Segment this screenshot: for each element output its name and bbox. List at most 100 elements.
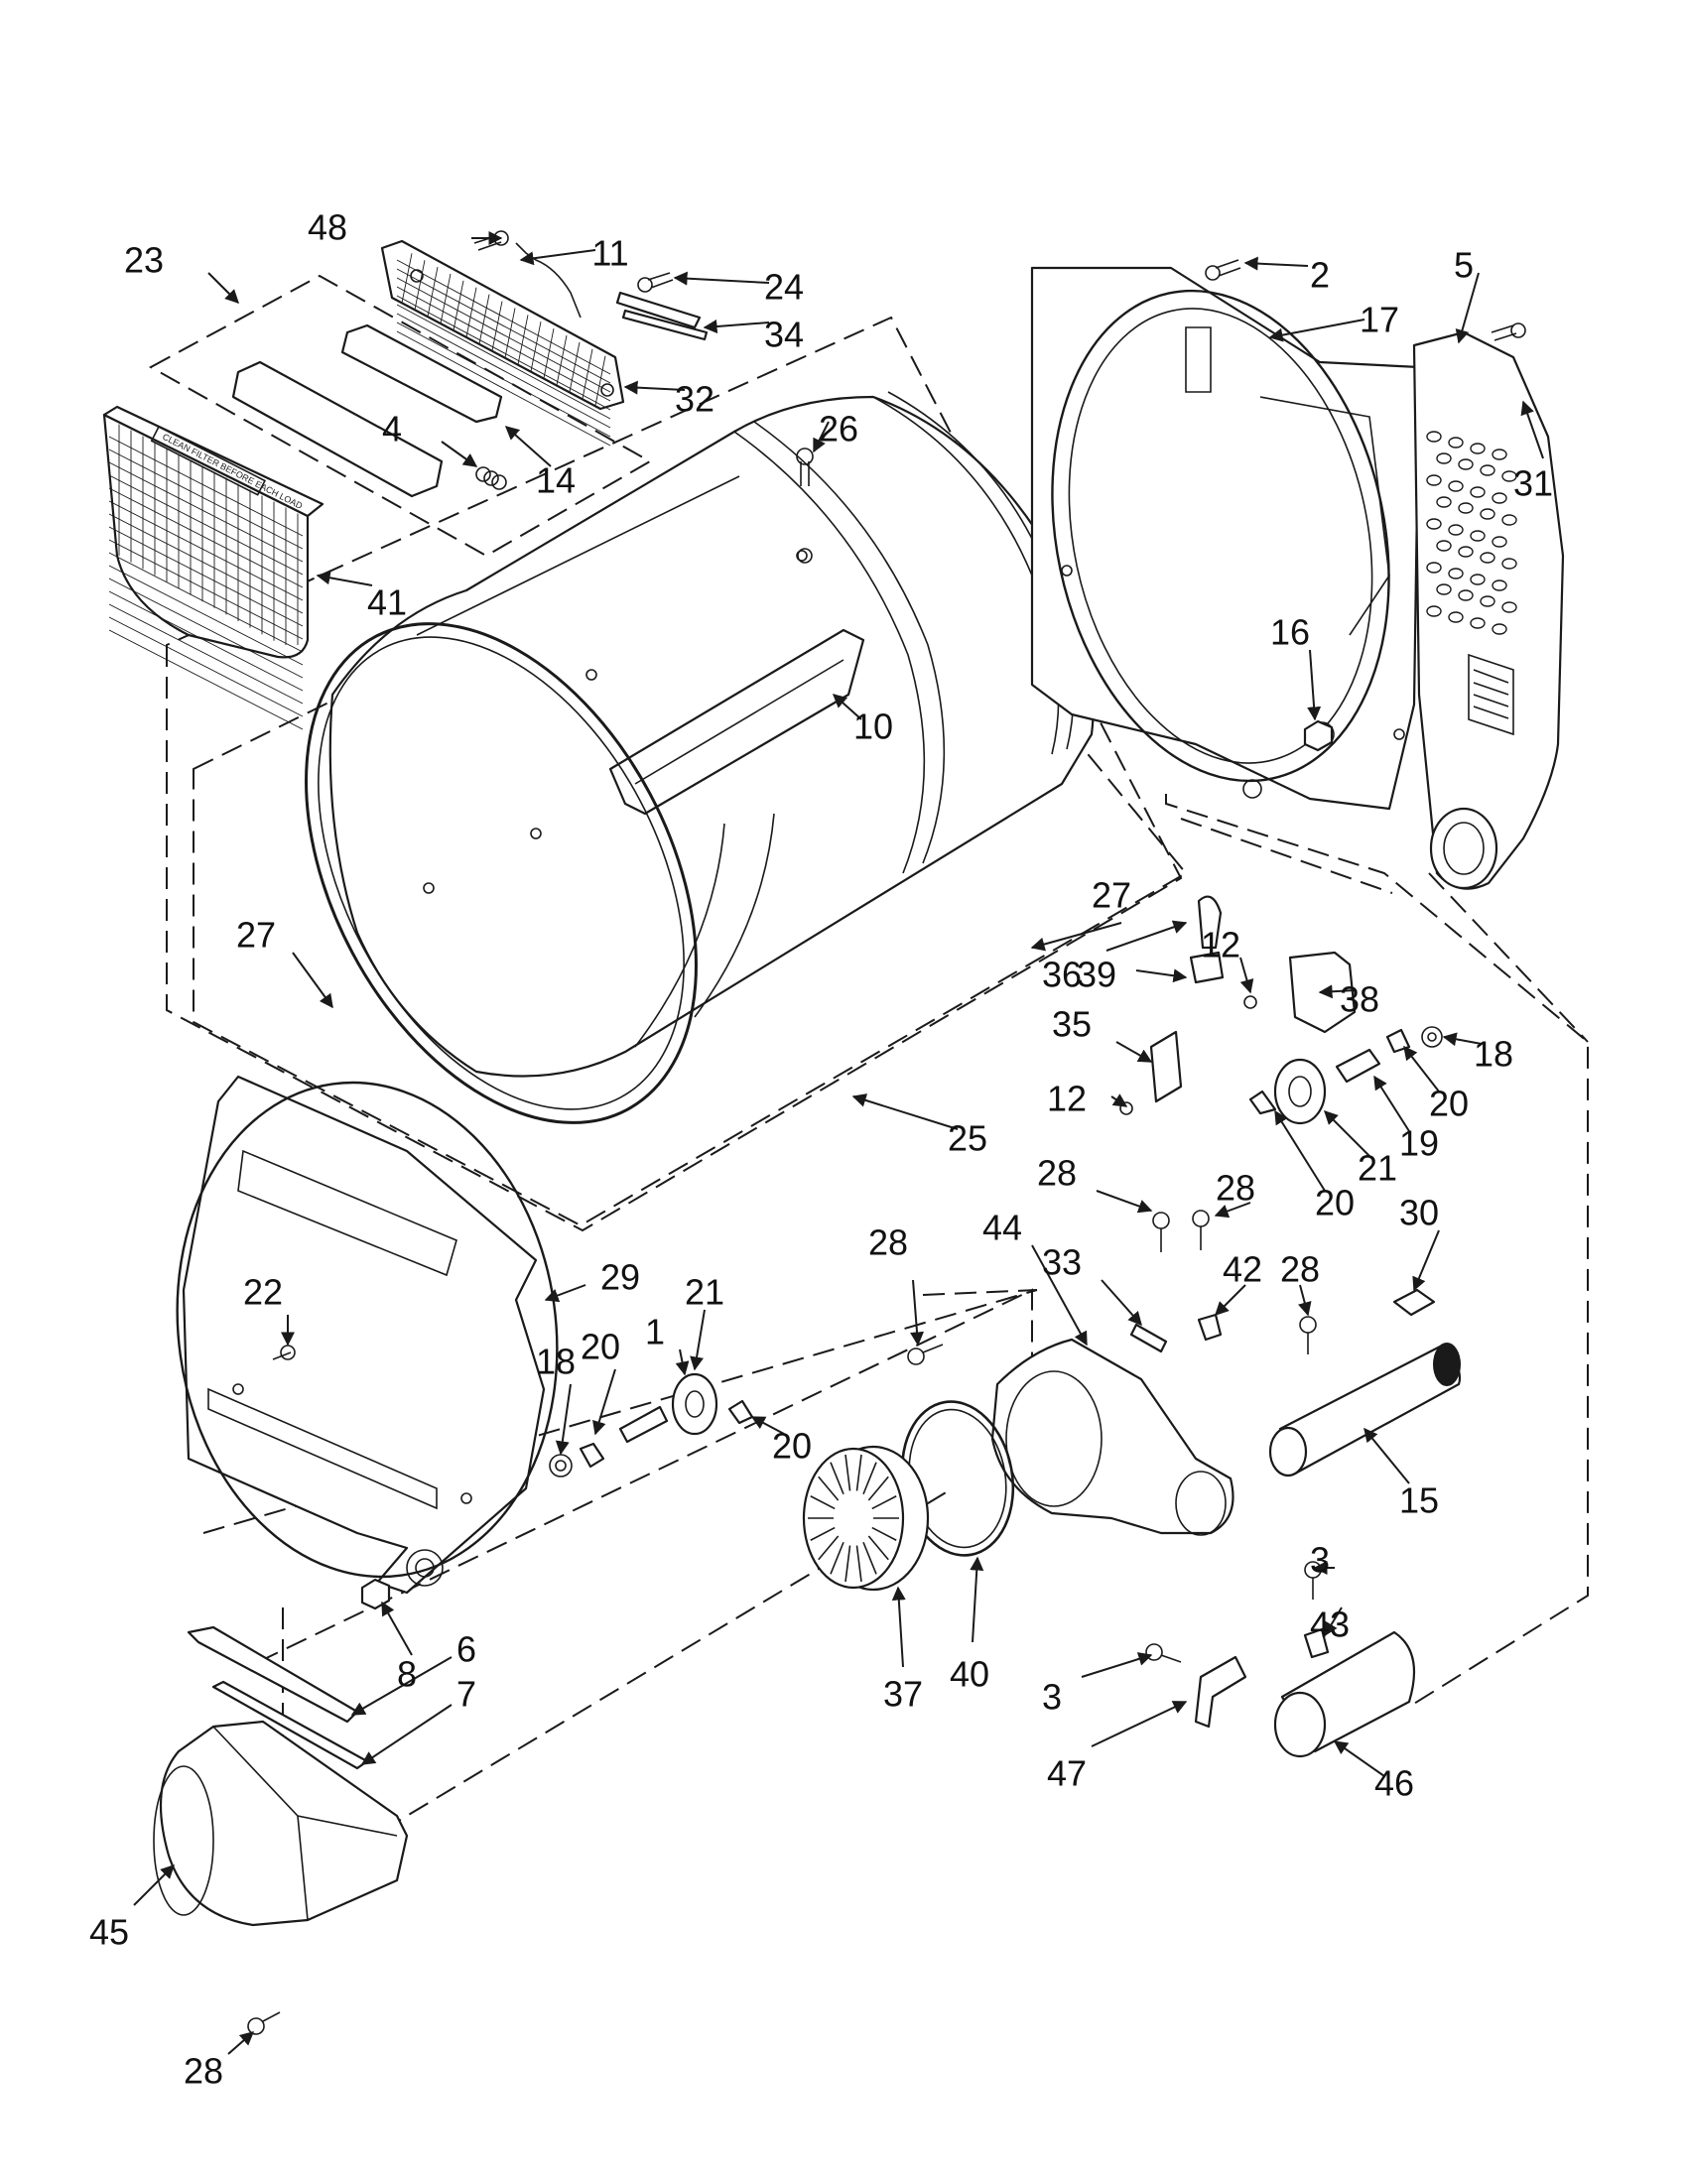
callout-41: 41 bbox=[367, 582, 407, 623]
leader-line bbox=[1030, 922, 1122, 952]
lint-frame-parts bbox=[231, 242, 709, 498]
callout-26: 26 bbox=[819, 409, 858, 450]
blower-wheel bbox=[802, 1445, 930, 1592]
exhaust-duct bbox=[1268, 1343, 1462, 1477]
leader-line bbox=[207, 272, 239, 304]
leader-line bbox=[227, 2031, 255, 2055]
callout-15: 15 bbox=[1399, 1480, 1439, 1521]
callout-28: 28 bbox=[184, 2051, 223, 2092]
leader-line bbox=[1333, 1740, 1385, 1777]
leader-line bbox=[381, 1601, 413, 1656]
trim-strips bbox=[187, 1625, 369, 1770]
front-seal-ring bbox=[305, 622, 698, 1124]
leader-line bbox=[1101, 1279, 1142, 1327]
lint-grille bbox=[380, 239, 625, 447]
callout-22: 22 bbox=[243, 1272, 283, 1313]
callout-10: 10 bbox=[853, 707, 893, 747]
callout-4: 4 bbox=[382, 409, 402, 450]
leader-line bbox=[703, 320, 770, 334]
callout-12: 12 bbox=[1201, 925, 1240, 965]
callout-1: 1 bbox=[645, 1312, 665, 1352]
leader-line bbox=[504, 426, 552, 467]
callout-24: 24 bbox=[764, 267, 804, 308]
callout-21: 21 bbox=[685, 1272, 724, 1313]
callout-39: 39 bbox=[1077, 955, 1116, 995]
callout-3: 3 bbox=[1042, 1677, 1062, 1718]
callout-23: 23 bbox=[124, 240, 164, 281]
callout-18: 18 bbox=[1474, 1034, 1513, 1075]
callout-40: 40 bbox=[950, 1654, 989, 1695]
leader-line bbox=[350, 1656, 453, 1716]
callout-16: 16 bbox=[1270, 612, 1310, 653]
callout-5: 5 bbox=[1454, 245, 1474, 286]
callout-46: 46 bbox=[1374, 1763, 1414, 1804]
heater-housing bbox=[1412, 330, 1565, 890]
callout-31: 31 bbox=[1513, 463, 1553, 504]
leader-line bbox=[360, 1704, 453, 1765]
leader-line bbox=[673, 271, 770, 286]
callout-27: 27 bbox=[236, 915, 276, 956]
leader-line bbox=[1442, 1032, 1483, 1047]
callout-28: 28 bbox=[868, 1222, 908, 1263]
leader-line bbox=[1274, 1109, 1326, 1192]
callout-18: 18 bbox=[536, 1342, 576, 1382]
leader-line bbox=[544, 1284, 586, 1303]
callout-30: 30 bbox=[1399, 1193, 1439, 1233]
callout-38: 38 bbox=[1340, 979, 1379, 1020]
leader-line bbox=[623, 380, 686, 395]
callout-44: 44 bbox=[982, 1208, 1022, 1248]
leader-line bbox=[1520, 400, 1544, 459]
exhaust-outlet bbox=[1273, 1630, 1416, 1758]
leader-line bbox=[1373, 1075, 1410, 1132]
callout-19: 19 bbox=[1399, 1123, 1439, 1164]
leader-line bbox=[1324, 1606, 1343, 1637]
callout-28: 28 bbox=[1216, 1168, 1255, 1209]
callout-28: 28 bbox=[1037, 1153, 1077, 1194]
callout-3: 3 bbox=[1310, 1540, 1330, 1581]
callout-2: 2 bbox=[1310, 255, 1330, 296]
leader-line bbox=[1215, 1284, 1246, 1316]
leader-line bbox=[1363, 1427, 1410, 1484]
callout-48: 48 bbox=[308, 207, 347, 248]
callout-7: 7 bbox=[456, 1674, 476, 1715]
callout-37: 37 bbox=[883, 1674, 923, 1715]
blower-housing bbox=[990, 1338, 1234, 1536]
leader-line bbox=[1243, 256, 1309, 271]
leader-line bbox=[1403, 1045, 1440, 1092]
leader-line bbox=[555, 1383, 572, 1456]
leader-line bbox=[970, 1556, 984, 1643]
callout-25: 25 bbox=[948, 1118, 987, 1159]
leader-line bbox=[1105, 920, 1188, 952]
leader-line bbox=[1455, 272, 1480, 344]
leader-line bbox=[1268, 319, 1365, 342]
front-bulkhead bbox=[176, 1075, 559, 1595]
callout-27: 27 bbox=[1092, 875, 1131, 916]
leader-line bbox=[1297, 1284, 1312, 1317]
leader-line bbox=[1115, 1041, 1153, 1063]
callout-33: 33 bbox=[1042, 1242, 1082, 1283]
callout-labels: 4811243432234144126102175311627273639123… bbox=[89, 207, 1553, 2092]
callout-20: 20 bbox=[772, 1426, 812, 1467]
leader-line bbox=[1096, 1190, 1153, 1214]
rear-bulkhead bbox=[1030, 266, 1421, 811]
callout-35: 35 bbox=[1052, 1004, 1092, 1045]
leader-line bbox=[519, 249, 596, 266]
leader-line bbox=[832, 694, 862, 720]
leader-line bbox=[592, 1368, 616, 1436]
callout-20: 20 bbox=[1315, 1183, 1355, 1223]
callout-12: 12 bbox=[1047, 1079, 1087, 1119]
callout-43: 43 bbox=[1310, 1605, 1350, 1645]
leader-line bbox=[1412, 1229, 1440, 1292]
leader-line bbox=[690, 1309, 706, 1371]
leader-line bbox=[750, 1416, 785, 1435]
callout-45: 45 bbox=[89, 1912, 129, 1953]
leader-line bbox=[910, 1279, 925, 1347]
leader-line bbox=[1091, 1701, 1188, 1747]
callout-11: 11 bbox=[591, 233, 628, 274]
callout-36: 36 bbox=[1042, 955, 1082, 995]
lint-duct bbox=[153, 1720, 409, 1927]
callout-20: 20 bbox=[581, 1327, 620, 1367]
leader-line bbox=[1031, 1244, 1088, 1347]
